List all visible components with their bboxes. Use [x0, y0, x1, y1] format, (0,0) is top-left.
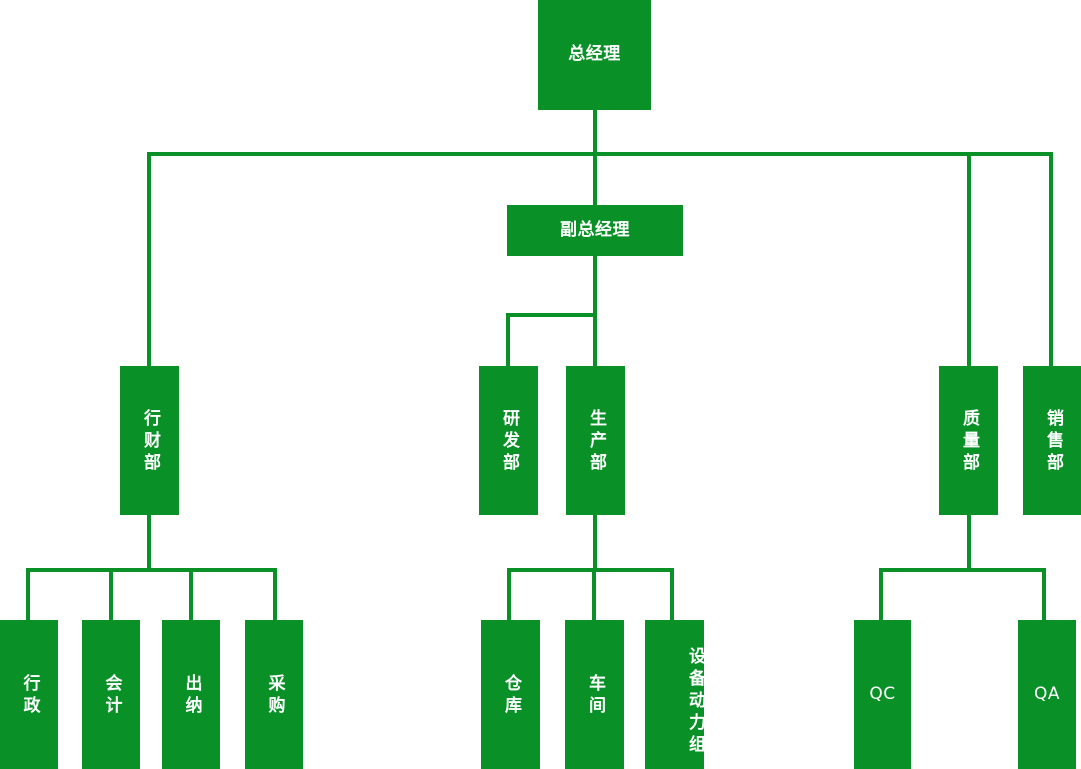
- node-label: 设备动力组: [685, 646, 705, 757]
- edge-main-bus: [149, 152, 1053, 156]
- edge-admin-finance-stem: [147, 514, 151, 572]
- node-purchasing[interactable]: 采购: [245, 620, 303, 769]
- edge-deputy-bus: [506, 313, 597, 317]
- edge-quality-stem: [967, 514, 971, 572]
- edge-admin-finance-bus: [26, 568, 277, 572]
- node-qc[interactable]: QC: [854, 620, 911, 769]
- node-label: QA: [1033, 683, 1060, 704]
- node-label: 仓库: [501, 673, 522, 718]
- edge-bus-to-qa: [1042, 568, 1046, 622]
- node-administration[interactable]: 行政: [0, 620, 58, 769]
- node-general-manager[interactable]: 总经理: [538, 0, 651, 110]
- node-label: 出纳: [181, 673, 202, 718]
- edge-bus-to-purchasing: [273, 568, 277, 622]
- node-production-dept[interactable]: 生产部: [566, 366, 625, 515]
- node-cashier[interactable]: 出纳: [162, 620, 220, 769]
- edge-bus-to-qc: [879, 568, 883, 622]
- edge-bus-to-sales: [1049, 152, 1053, 367]
- node-warehouse[interactable]: 仓库: [481, 620, 540, 769]
- node-label: 总经理: [568, 44, 621, 65]
- node-label: 行财部: [140, 408, 161, 475]
- node-label: QC: [869, 683, 896, 704]
- node-label: 会计: [101, 673, 122, 718]
- node-quality-dept[interactable]: 质量部: [939, 366, 998, 515]
- edge-quality-bus: [879, 568, 1046, 572]
- node-label: 采购: [264, 673, 285, 718]
- node-deputy-general-manager[interactable]: 副总经理: [507, 205, 683, 256]
- edge-bus-to-workshop: [592, 568, 596, 622]
- node-label: 行政: [19, 673, 40, 718]
- node-label: 销售部: [1043, 408, 1064, 475]
- node-label: 质量部: [959, 408, 980, 475]
- edge-bus-to-admin-finance: [147, 152, 151, 367]
- node-equipment-power-group[interactable]: 设备动力组: [645, 620, 705, 769]
- node-label: 生产部: [586, 408, 607, 475]
- node-admin-finance-dept[interactable]: 行财部: [120, 366, 179, 515]
- edge-production-stem: [593, 514, 597, 572]
- edge-bus-to-accounting: [109, 568, 113, 622]
- node-qa[interactable]: QA: [1018, 620, 1076, 769]
- edge-deputy-to-rd: [506, 313, 510, 371]
- node-label: 研发部: [499, 408, 520, 475]
- node-rd-dept[interactable]: 研发部: [479, 366, 538, 515]
- edge-bus-to-administration: [26, 568, 30, 622]
- edge-bus-to-equipment-power: [670, 568, 674, 622]
- node-label: 车间: [585, 673, 606, 718]
- edge-bus-to-deputy: [593, 152, 597, 207]
- edge-bus-to-quality: [967, 152, 971, 367]
- edge-bus-to-cashier: [189, 568, 193, 622]
- node-label: 副总经理: [560, 219, 630, 240]
- node-sales-dept[interactable]: 销售部: [1023, 366, 1081, 515]
- node-accounting[interactable]: 会计: [82, 620, 140, 769]
- node-workshop[interactable]: 车间: [565, 620, 624, 769]
- edge-production-bus: [507, 568, 674, 572]
- edge-gm-stem: [593, 110, 597, 154]
- edge-bus-to-warehouse: [507, 568, 511, 622]
